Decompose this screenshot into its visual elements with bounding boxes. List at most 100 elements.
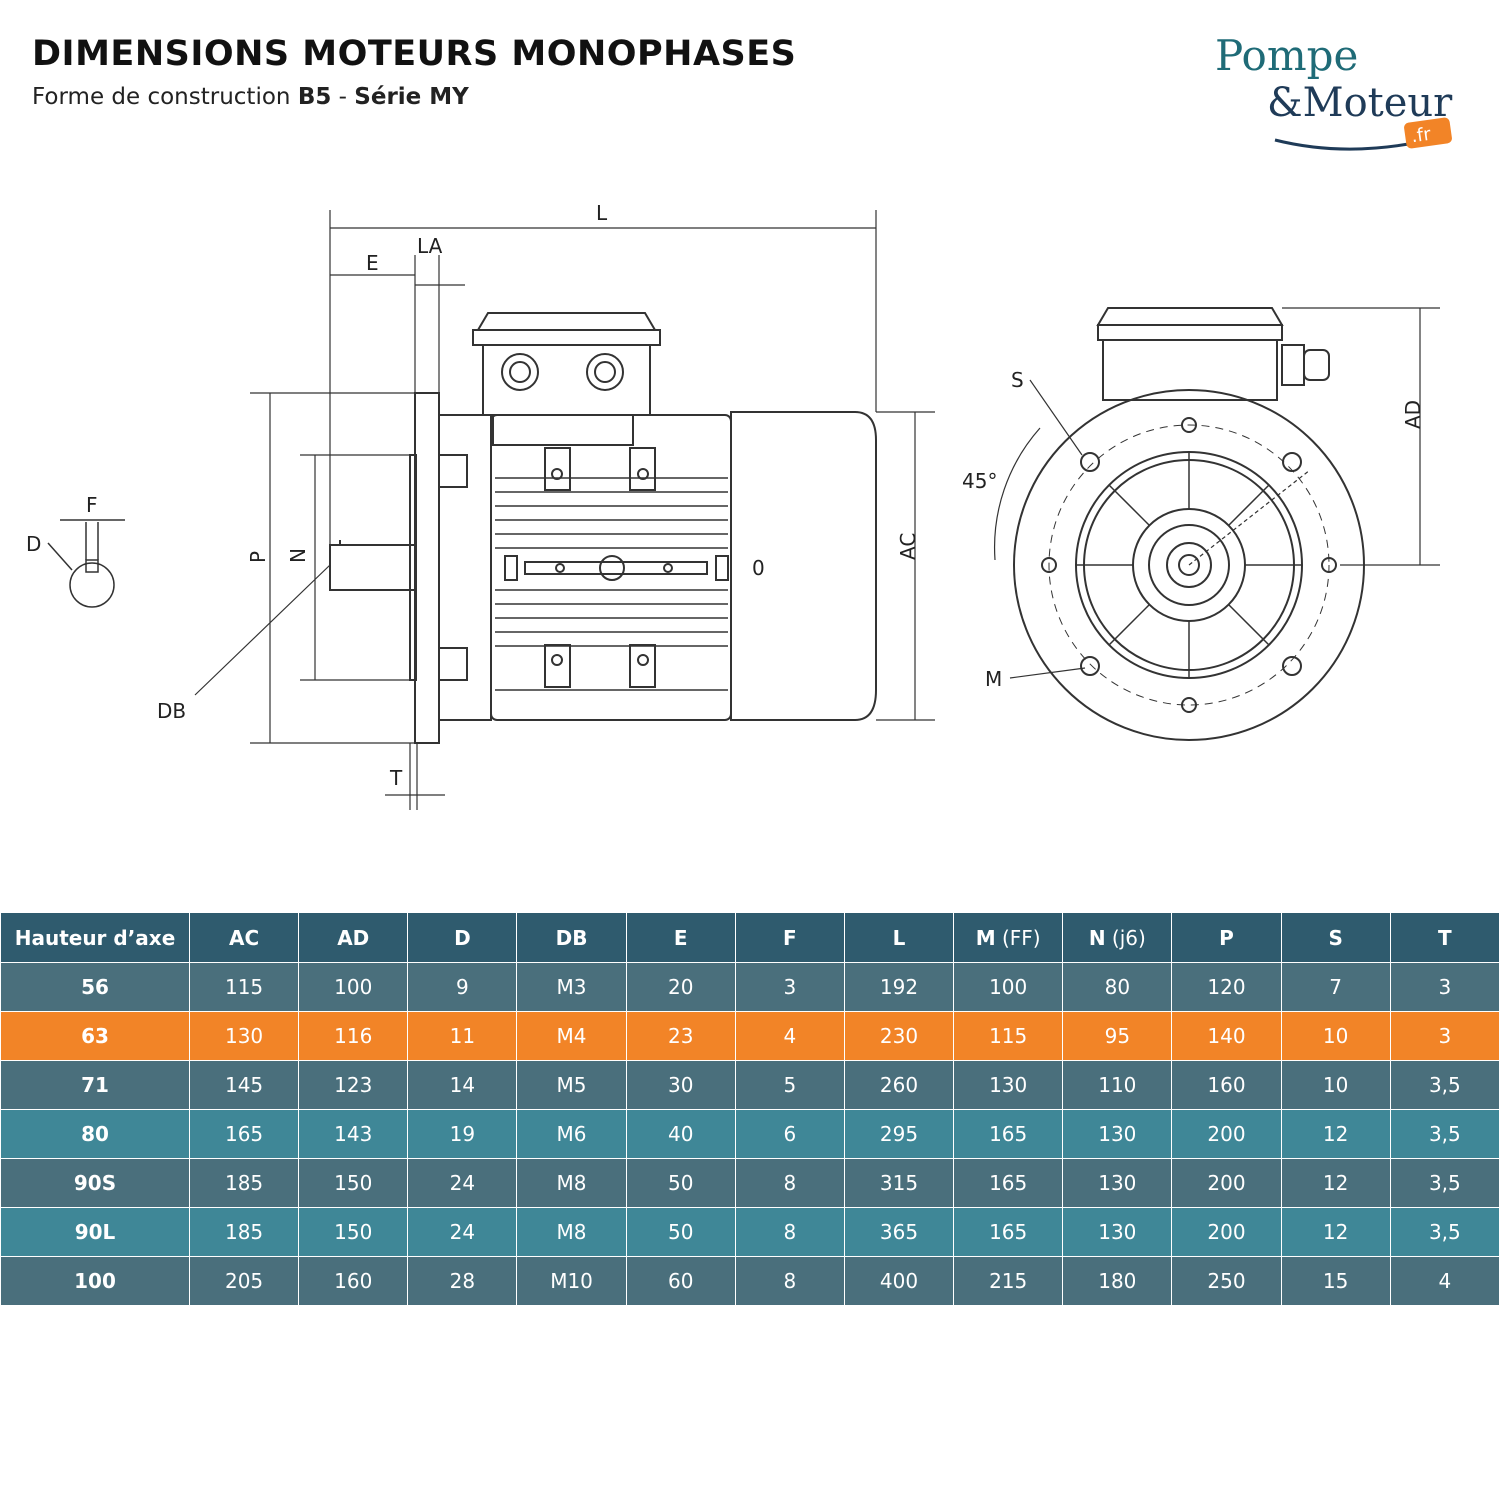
page-title: DIMENSIONS MOTEURS MONOPHASES	[32, 34, 797, 74]
table-cell: 3	[1389, 962, 1500, 1012]
table-cell: 295	[843, 1109, 955, 1159]
column-header-qualifier: (j6)	[1105, 925, 1146, 950]
table-cell: M4	[516, 1011, 627, 1061]
table-cell: 185	[188, 1158, 300, 1208]
table-cell: 12	[1280, 1207, 1391, 1257]
table-cell: 130	[1062, 1207, 1173, 1257]
label-AC: AC	[896, 533, 920, 560]
table-cell: 11	[407, 1011, 518, 1061]
row-header-cell: 56	[0, 962, 190, 1012]
table-cell: 20	[625, 962, 736, 1012]
table-cell: M3	[516, 962, 627, 1012]
motor-side-view	[329, 312, 877, 744]
table-cell: 50	[625, 1207, 736, 1257]
table-cell: 15	[1280, 1256, 1391, 1306]
front-dimension-labels: S 45° M AD	[962, 368, 1425, 691]
label-P: P	[246, 551, 270, 563]
label-T: T	[389, 766, 403, 790]
column-header: AC	[188, 912, 300, 963]
table-cell: 30	[625, 1060, 736, 1110]
terminal-box-lid	[476, 312, 657, 331]
motor-front-view	[993, 307, 1440, 741]
column-header: S	[1280, 912, 1391, 963]
table-cell: 365	[843, 1207, 955, 1257]
table-cell: 165	[953, 1158, 1064, 1208]
subtitle-series: Série MY	[354, 84, 469, 110]
subtitle-form: B5	[297, 84, 332, 110]
cooling-fins	[495, 477, 728, 691]
row-header-cell: 90L	[0, 1207, 190, 1257]
column-header: M (FF)	[953, 912, 1064, 963]
page-subtitle: Forme de construction B5 - Série MY	[32, 84, 469, 110]
table-cell: 165	[953, 1109, 1064, 1159]
logo-line2: &Moteur	[1267, 80, 1453, 126]
label-AD: AD	[1401, 400, 1425, 429]
table-cell: 130	[1062, 1158, 1173, 1208]
column-header: L	[843, 912, 955, 963]
table-cell: 130	[1062, 1109, 1173, 1159]
table-cell: M5	[516, 1060, 627, 1110]
column-header: F	[734, 912, 845, 963]
table-cell: 115	[188, 962, 300, 1012]
table-cell: 3,5	[1389, 1207, 1500, 1257]
table-cell: 80	[1062, 962, 1173, 1012]
column-header-label: DB	[555, 925, 588, 950]
table-cell: 24	[407, 1158, 518, 1208]
table-cell: 24	[407, 1207, 518, 1257]
table-cell: 6	[734, 1109, 845, 1159]
column-header: T	[1389, 912, 1500, 963]
column-header-label: N	[1088, 925, 1106, 950]
table-cell: 12	[1280, 1109, 1391, 1159]
table-cell: 180	[1062, 1256, 1173, 1306]
label-LA: LA	[417, 234, 443, 258]
table-cell: 160	[1171, 1060, 1282, 1110]
table-cell: 130	[188, 1011, 300, 1061]
table-cell: 123	[298, 1060, 409, 1110]
table-cell: M6	[516, 1109, 627, 1159]
column-header: Hauteur d’axe	[0, 912, 190, 963]
column-header: N (j6)	[1062, 912, 1173, 963]
table-cell: 315	[843, 1158, 955, 1208]
label-L: L	[596, 201, 608, 225]
label-D: D	[26, 532, 41, 556]
column-header-qualifier: (FF)	[995, 925, 1041, 950]
table-cell: 116	[298, 1011, 409, 1061]
label-S: S	[1011, 368, 1024, 392]
table-cell: 200	[1171, 1207, 1282, 1257]
brand-logo: Pompe &Moteur .fr	[1215, 31, 1453, 151]
table-cell: 4	[1389, 1256, 1500, 1306]
column-header-label: P	[1219, 925, 1234, 950]
table-cell: 260	[843, 1060, 955, 1110]
table-cell: 200	[1171, 1109, 1282, 1159]
table-cell: 215	[953, 1256, 1064, 1306]
table-cell: 14	[407, 1060, 518, 1110]
column-header-label: T	[1438, 925, 1452, 950]
column-header-label: AC	[229, 925, 260, 950]
table-cell: 100	[298, 962, 409, 1012]
row-header-cell: 63	[0, 1011, 190, 1061]
table-cell: 50	[625, 1158, 736, 1208]
table-cell: 150	[298, 1207, 409, 1257]
table-cell: 23	[625, 1011, 736, 1061]
flange	[414, 392, 440, 744]
table-cell: 8	[734, 1207, 845, 1257]
label-F: F	[86, 493, 98, 517]
table-cell: 200	[1171, 1158, 1282, 1208]
table-cell: M8	[516, 1207, 627, 1257]
table-cell: 165	[953, 1207, 1064, 1257]
table-cell: M8	[516, 1158, 627, 1208]
table-cell: 165	[188, 1109, 300, 1159]
table-cell: 28	[407, 1256, 518, 1306]
label-DB: DB	[157, 699, 186, 723]
table-cell: 40	[625, 1109, 736, 1159]
column-header: D	[407, 912, 518, 963]
subtitle-prefix: Forme de construction	[32, 84, 298, 110]
side-dimensions	[194, 210, 935, 810]
